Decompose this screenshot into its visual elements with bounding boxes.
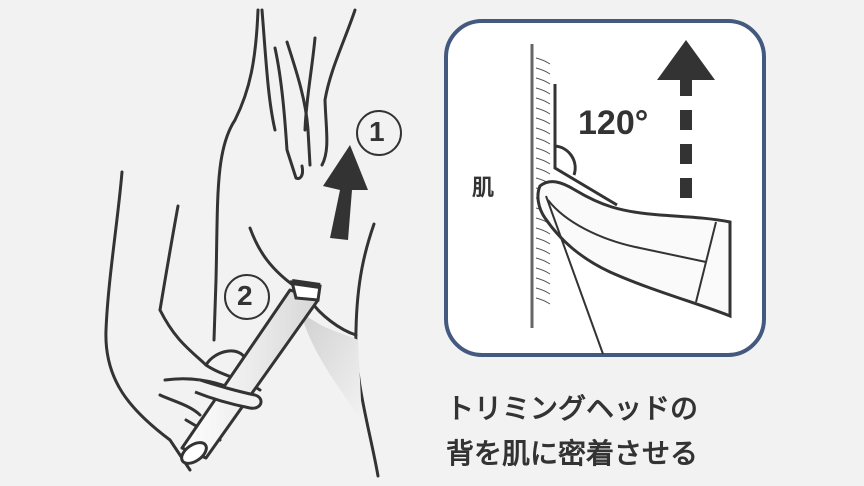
step-2-circle xyxy=(224,274,270,320)
trimmer-device xyxy=(180,279,322,465)
dashed-arrow-up-icon xyxy=(657,40,715,198)
arrow-up-icon xyxy=(323,145,368,240)
step-2-marker: 2 xyxy=(237,280,253,311)
step-1-circle xyxy=(356,110,402,156)
caption-line-2: 背を肌に密着させる xyxy=(446,437,699,470)
shadow xyxy=(300,310,362,420)
instruction-caption: トリミングヘッドの 背を肌に密着させる xyxy=(446,386,698,476)
angle-label: 120° xyxy=(578,104,649,142)
skin-label: 肌 xyxy=(472,176,495,201)
step-1-marker: 1 xyxy=(369,116,385,147)
caption-line-1: トリミングヘッドの xyxy=(446,392,699,425)
